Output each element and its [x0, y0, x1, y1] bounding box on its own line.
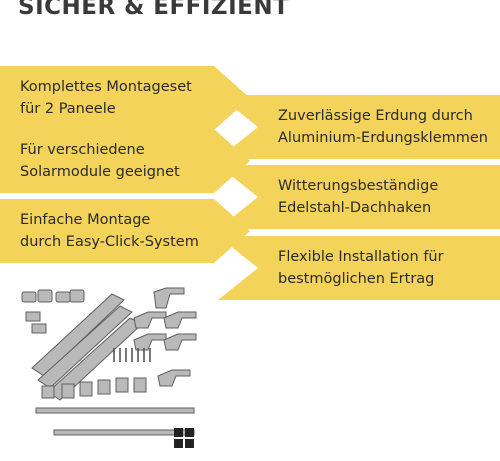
feature-badge-erdung: Zuverlässige Erdung durch Aluminium-Erdu… — [218, 95, 500, 159]
mounting-kit-image — [21, 287, 197, 448]
feature-text-line1: Zuverlässige Erdung durch — [278, 108, 473, 124]
feature-text-line2: bestmöglichen Ertrag — [278, 271, 435, 287]
feature-badge-komplettes-montageset: Komplettes Montageset für 2 Paneele — [0, 66, 250, 130]
feature-text-line1: Flexible Installation für — [278, 249, 444, 265]
feature-text-line1: Für verschiedene — [20, 142, 145, 158]
feature-text-line1: Komplettes Montageset — [20, 79, 192, 95]
feature-badge-dachhaken: Witterungsbeständige Edelstahl-Dachhaken — [218, 165, 500, 229]
feature-text-line2: Solarmodule geeignet — [20, 164, 180, 180]
feature-text-line2: für 2 Paneele — [20, 101, 116, 117]
feature-text-line1: Einfache Montage — [20, 212, 151, 228]
feature-text-line2: Edelstahl-Dachhaken — [278, 200, 432, 216]
feature-text-line2: Aluminium-Erdungsklemmen — [278, 130, 488, 146]
feature-badge-solarmodule: Für verschiedene Solarmodule geeignet — [0, 129, 250, 193]
feature-badge-einfache-montage: Einfache Montage durch Easy-Click-System — [0, 199, 250, 263]
feature-text-line2: durch Easy-Click-System — [20, 234, 199, 250]
feature-badge-flexible-installation: Flexible Installation für bestmöglichen … — [218, 236, 500, 300]
page-title: SICHER & EFFIZIENT — [18, 0, 290, 20]
feature-text-line1: Witterungsbeständige — [278, 178, 439, 194]
